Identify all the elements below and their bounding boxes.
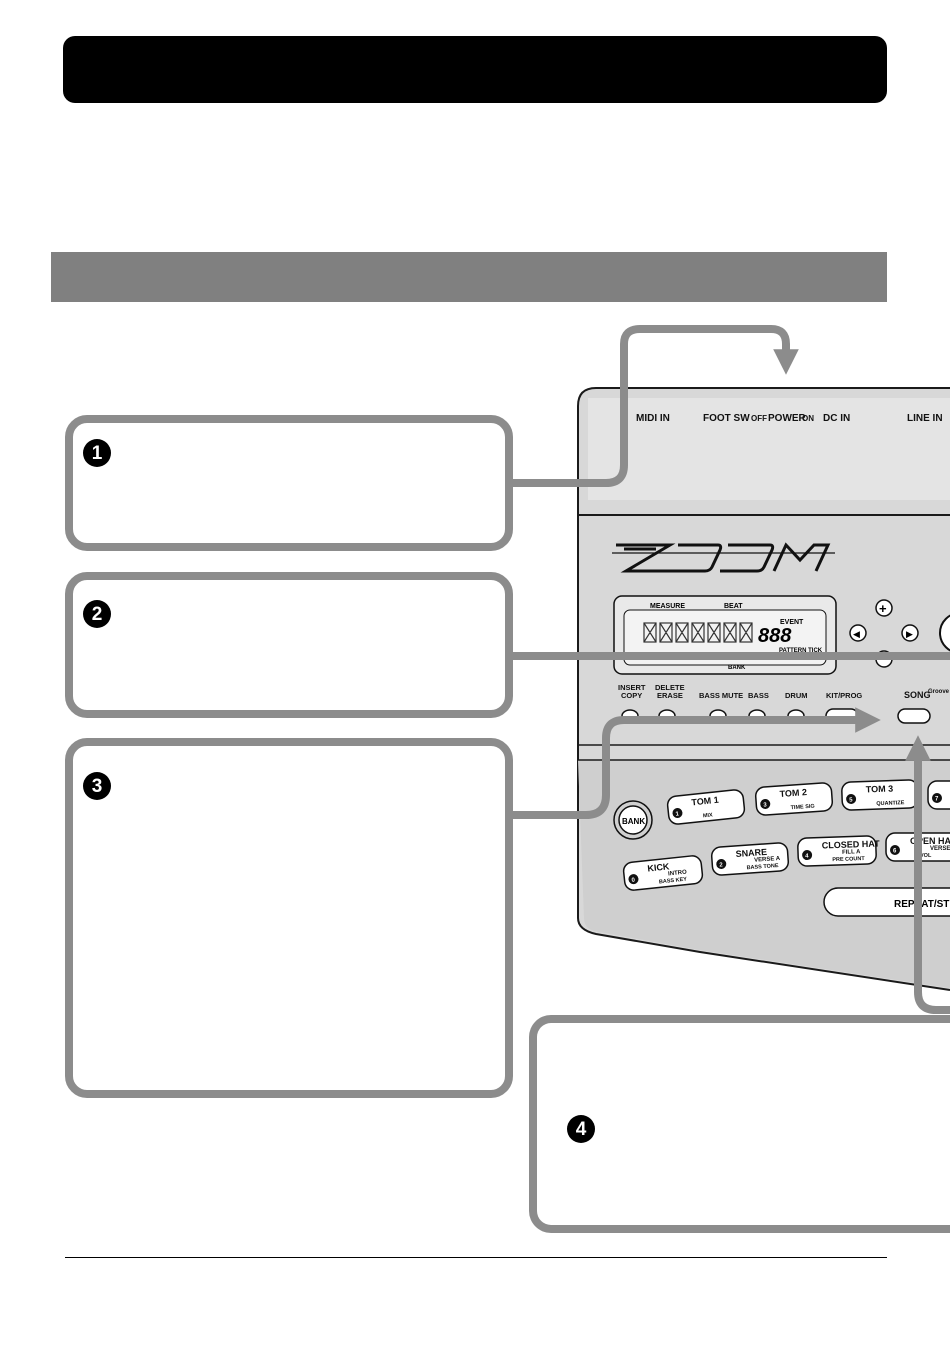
- power-on-label: ON: [802, 414, 814, 423]
- pad-number-badge: [932, 793, 942, 803]
- pattern-tick-label: PATTERN TICK: [779, 648, 823, 654]
- measure-label: MEASURE: [650, 603, 685, 610]
- delete-label: DELETE: [655, 683, 685, 692]
- arrow-step1-to-power: [513, 325, 799, 487]
- pad-label: TOM 3: [866, 784, 894, 795]
- bass-mute-label: BASS MUTE: [699, 691, 743, 700]
- pad-label: SNARE: [735, 847, 767, 859]
- bank-display-label: BANK: [728, 665, 746, 671]
- pad-extra-label: VERSE: [930, 846, 950, 852]
- pad-number-badge: [846, 794, 857, 805]
- pad-label: TOM 2: [779, 787, 807, 799]
- plus-key[interactable]: [875, 599, 893, 617]
- power-label: POWER: [768, 413, 807, 424]
- plus-key-glyph: +: [879, 601, 887, 616]
- pad-button-0[interactable]: 1 TOM 1 MIX: [666, 789, 746, 825]
- pad-number: 6: [893, 849, 897, 855]
- step-2-callout: 2: [65, 572, 513, 718]
- pad-sub-label: BASS KEY: [659, 877, 688, 886]
- pad-number: 2: [719, 862, 723, 868]
- pad-label: CLOSED HAT: [822, 838, 881, 850]
- repeat-step-button[interactable]: REPEAT/STEP: [823, 887, 950, 917]
- lcd-display: MEASURE BEAT EVENT 888 PATTERN TICK BANK: [613, 595, 837, 675]
- value-dial[interactable]: [939, 613, 950, 653]
- groove-label: Groove: [928, 689, 950, 695]
- pad-sub-label: TIME SIG: [790, 804, 815, 812]
- pad-extra-label: VERSE A: [754, 856, 781, 864]
- footer-rule: [65, 1257, 887, 1258]
- step-2-number: 2: [83, 600, 111, 628]
- drum-label: DRUM: [785, 691, 808, 700]
- pad-number: 0: [631, 877, 636, 883]
- step-1-callout: 1: [65, 415, 513, 551]
- step-3-callout: 3: [65, 738, 513, 1098]
- pad-sub-label: MIX: [703, 812, 714, 819]
- beat-label: BEAT: [724, 603, 743, 610]
- pad-number-badge: [802, 850, 813, 861]
- chapter-title-bar: [63, 36, 887, 103]
- step-4-callout: 4: [529, 1015, 950, 1233]
- step-4-number: 4: [567, 1115, 595, 1143]
- insert-label: INSERT: [618, 683, 646, 692]
- step-3-number: 3: [83, 772, 111, 800]
- pad-number: 5: [849, 797, 853, 803]
- bank-button[interactable]: BANK: [613, 800, 653, 840]
- pad-extra-label: FILL A: [842, 849, 861, 856]
- copy-label: COPY: [621, 691, 642, 700]
- step-1-number: 1: [83, 439, 111, 467]
- bass-label: BASS: [748, 691, 769, 700]
- pad-sub-label: QUANTIZE: [876, 800, 905, 807]
- song-label: SONG: [904, 690, 931, 700]
- erase-label: ERASE: [657, 691, 683, 700]
- right-cursor-key[interactable]: [901, 624, 919, 642]
- power-off-label: OFF: [751, 414, 767, 423]
- pad-number: 4: [805, 853, 809, 859]
- pad-button-2[interactable]: 5 TOM 3 QUANTIZE: [841, 779, 919, 811]
- zoom-logo: [612, 542, 835, 573]
- pad-label: KICK: [647, 861, 670, 873]
- event-label: EVENT: [780, 619, 804, 626]
- left-cursor-key[interactable]: [849, 624, 867, 642]
- pad-sub-label: BASS TONE: [746, 863, 779, 871]
- pad-number-badge: [628, 874, 639, 885]
- pad-button-1[interactable]: 3 TOM 2 TIME SIG: [754, 782, 834, 816]
- pad-number-badge: [760, 799, 771, 810]
- pad-label: OPEN HAT: [910, 836, 950, 846]
- foot-sw-label: FOOT SW: [703, 413, 750, 424]
- pad-sub-label: PRE COUNT: [832, 856, 865, 863]
- pad-number: 7: [935, 797, 939, 803]
- bank-button-label: BANK: [622, 817, 645, 826]
- song-button[interactable]: [897, 708, 931, 724]
- pad-label: TOM 1: [691, 795, 719, 808]
- left-cursor-glyph: ◀: [853, 629, 860, 639]
- dc-in-label: DC IN: [823, 413, 850, 424]
- midi-in-label: MIDI IN: [636, 413, 670, 424]
- pad-number: 3: [763, 802, 767, 808]
- segment-characters: [643, 622, 753, 643]
- pad-number-badge: [890, 845, 900, 855]
- line-in-label: LINE IN: [907, 413, 943, 424]
- cursor-keys: + ◀ ▶: [849, 599, 950, 668]
- kit-prog-label: KIT/PROG: [826, 691, 862, 700]
- right-cursor-glyph: ▶: [906, 629, 913, 639]
- event-digits: 888: [758, 625, 792, 647]
- arrow-step3-to-song: [513, 707, 881, 819]
- pad-number-badge: [716, 859, 727, 870]
- pad-sub-label: VOL: [920, 853, 932, 859]
- pad-button-3[interactable]: 7: [927, 780, 950, 810]
- section-heading-bar: [51, 252, 887, 302]
- pad-number-badge: [672, 808, 683, 819]
- pad-extra-label: INTRO: [668, 869, 688, 877]
- pad-number: 1: [675, 811, 680, 817]
- arrow-step4-to-song: [905, 735, 950, 1014]
